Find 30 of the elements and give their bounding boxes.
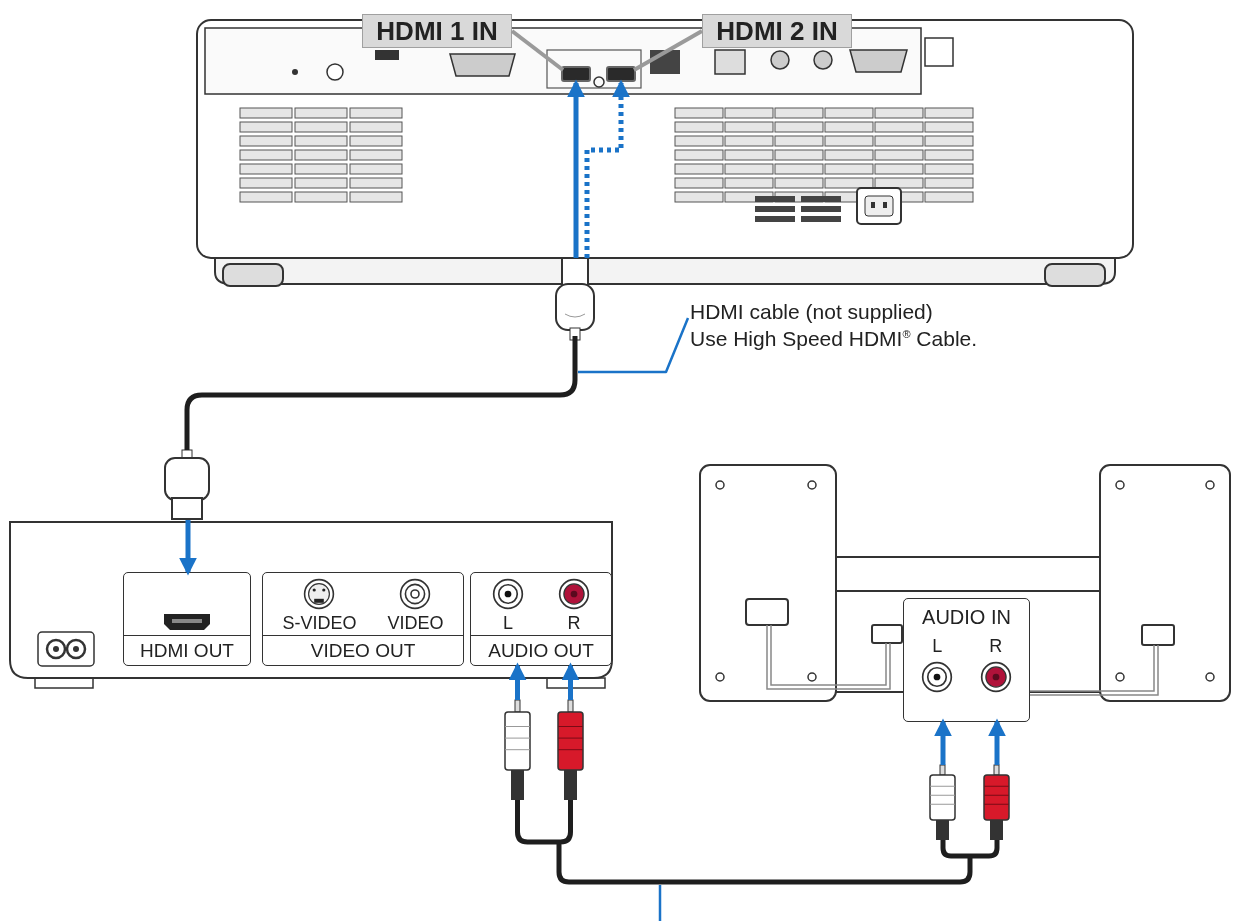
cable-line — [515, 797, 1000, 885]
cable-note: HDMI cable (not supplied) — [690, 298, 934, 324]
port-label: R — [567, 614, 581, 632]
port-panel — [903, 598, 1030, 722]
cable-note: Use High Speed HDMI$^{®}$ Cable. — [690, 326, 979, 352]
panel-label: AUDIO OUT — [471, 635, 611, 665]
port-panel — [262, 572, 464, 666]
panel-label: AUDIO IN — [921, 605, 1012, 627]
arrow — [508, 662, 527, 700]
port-panel — [470, 572, 612, 666]
port-panel — [123, 572, 251, 666]
port-label: L — [932, 637, 943, 655]
panel-label: HDMI OUT — [124, 635, 250, 665]
arrow — [561, 662, 580, 700]
leader-line — [578, 317, 690, 374]
arrow — [179, 520, 197, 576]
port-label: R — [989, 637, 1003, 655]
hdmi-port — [606, 66, 636, 82]
arrow — [934, 718, 952, 765]
hdmi-port — [561, 66, 591, 82]
cable-line — [184, 336, 578, 450]
callout-label: HDMI 1 IN — [362, 14, 512, 48]
arrow — [584, 79, 630, 258]
port-label: S-VIDEO — [282, 614, 357, 632]
panel-label: VIDEO OUT — [263, 635, 463, 665]
port-label: L — [503, 614, 513, 632]
callout-label: HDMI 2 IN — [702, 14, 852, 48]
port-label: VIDEO — [387, 614, 444, 632]
arrow — [567, 79, 585, 258]
arrow — [988, 718, 1006, 765]
